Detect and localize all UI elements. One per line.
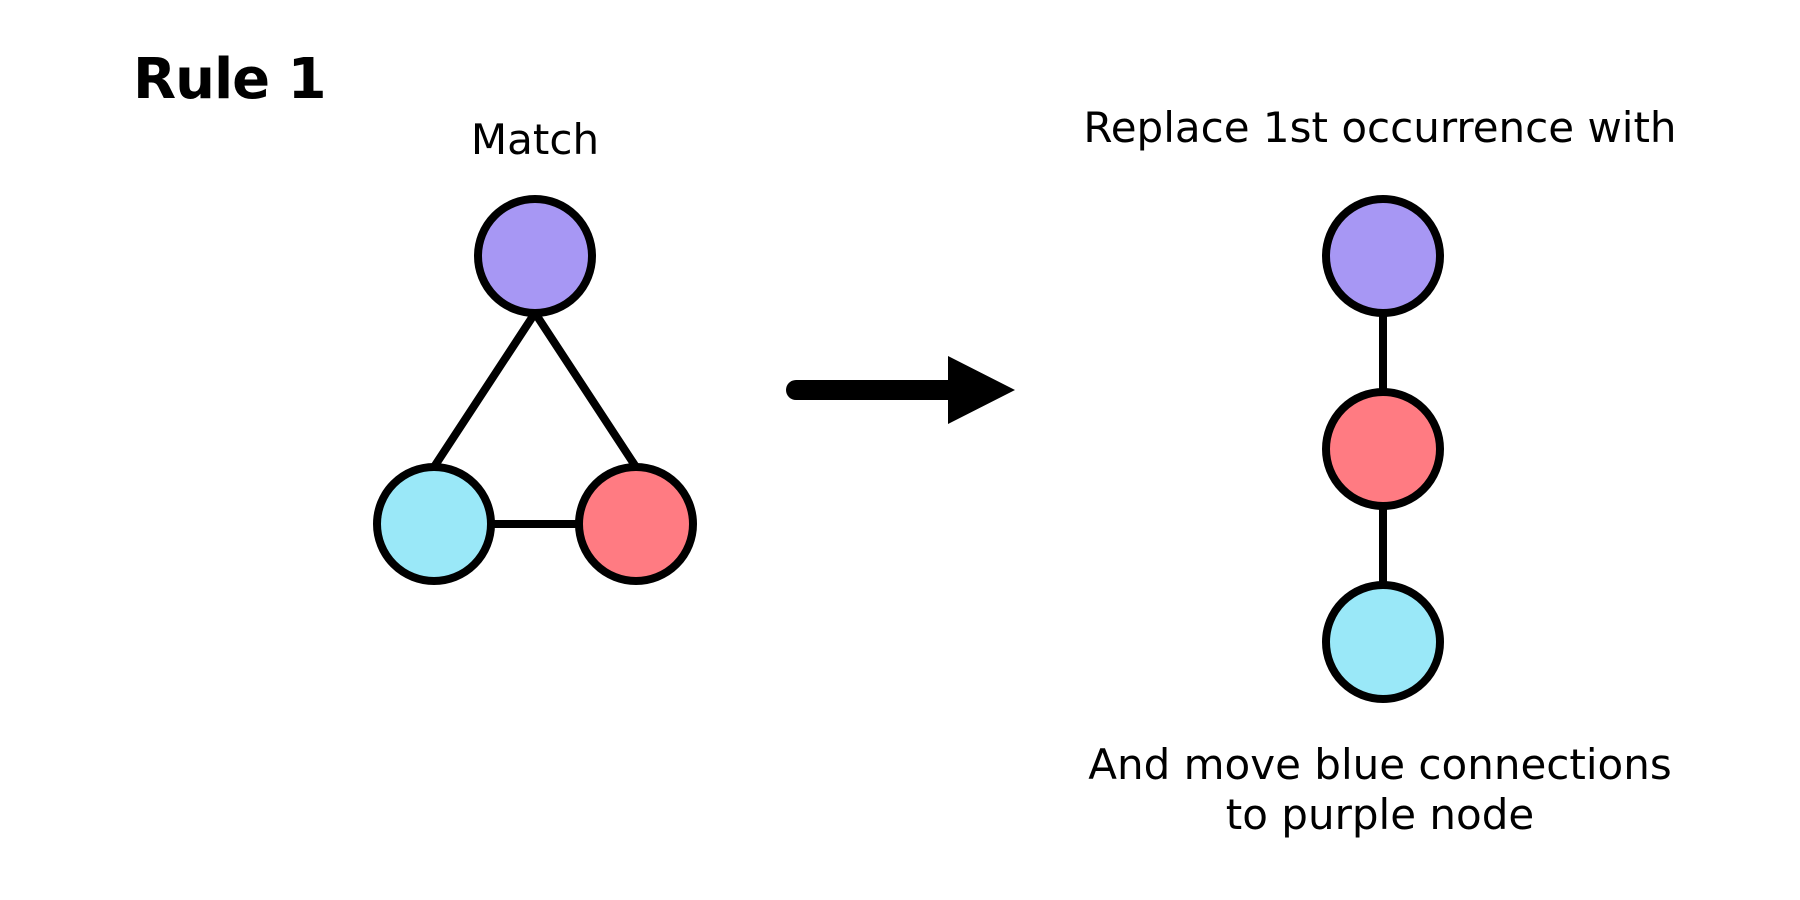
match-node-red — [575, 463, 697, 585]
right-arrow-icon — [786, 356, 1015, 424]
match-node-purple — [474, 195, 596, 317]
note-text: And move blue connections to purple node — [1060, 740, 1700, 841]
replace-node-red — [1322, 388, 1444, 510]
match-node-blue — [373, 463, 495, 585]
replace-label: Replace 1st occurrence with — [1083, 103, 1677, 152]
match-label: Match — [470, 115, 600, 164]
match-edge-purple-blue — [430, 309, 539, 471]
note-line-2: to purple node — [1225, 790, 1535, 840]
note-line-1: And move blue connections — [1088, 740, 1672, 789]
rule-title: Rule 1 — [133, 47, 327, 112]
replace-node-blue — [1322, 581, 1444, 703]
match-edge-purple-red — [531, 309, 640, 471]
replace-node-purple — [1322, 195, 1444, 317]
